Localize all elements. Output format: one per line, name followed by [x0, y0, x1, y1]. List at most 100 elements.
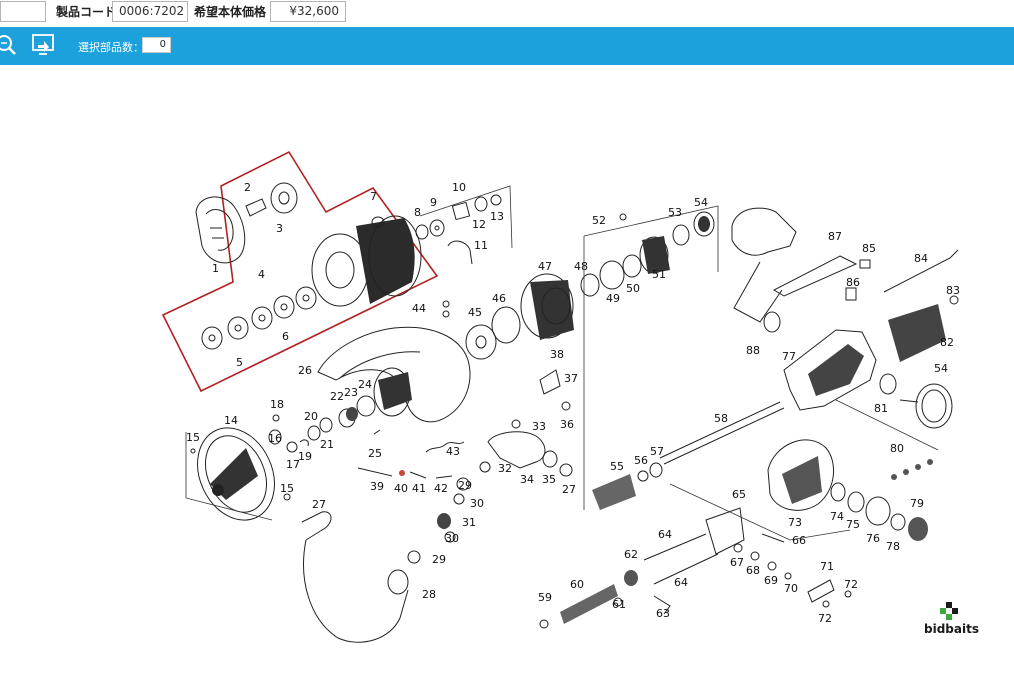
part-87-body[interactable]: [772, 255, 877, 411]
part-number-label: 75: [846, 518, 860, 531]
part-number-label: 66: [792, 534, 806, 547]
part-number-label: 73: [788, 516, 802, 529]
part-number-label: 40: [394, 482, 408, 495]
product-info-bar: 製品コード 0006:7202 希望本体価格 ¥32,600: [0, 0, 1014, 27]
part-number-label: 39: [370, 480, 384, 493]
part-73-oscillation-housing[interactable]: [767, 439, 835, 511]
part-number-label: 28: [422, 588, 436, 601]
part-number-label: 32: [498, 462, 512, 475]
part-number-label: 3: [276, 222, 283, 235]
part-number-label: 26: [298, 364, 312, 377]
part-7-spool[interactable]: [311, 215, 422, 307]
part-80-screws[interactable]: [891, 459, 933, 480]
part-number-label: 55: [610, 460, 624, 473]
spool-group-highlight: [161, 150, 439, 393]
part-number-label: 85: [862, 242, 876, 255]
part-number-label: 60: [570, 578, 584, 591]
part-number-label: 20: [304, 410, 318, 423]
part-54-drive-gear[interactable]: [899, 383, 953, 429]
part-4-6-drag-washers[interactable]: [201, 286, 317, 350]
monitor-arrow-icon[interactable]: [30, 31, 58, 59]
part-number-label: 70: [784, 582, 798, 595]
parts-8-13[interactable]: [415, 194, 502, 265]
part-58-main-shaft[interactable]: [659, 401, 785, 465]
part-number-label: 12: [472, 218, 486, 231]
part-number-label: 82: [940, 336, 954, 349]
part-1-drag-knob[interactable]: [195, 196, 246, 264]
part-number-label: 51: [652, 268, 666, 281]
parts-48-51-pinion-bearings[interactable]: [580, 236, 670, 297]
part-number-label: 68: [746, 564, 760, 577]
part-number-label: 61: [612, 598, 626, 611]
part-14-bail-arm[interactable]: [183, 415, 289, 532]
part-number-label: 21: [320, 438, 334, 451]
part-number-label: 79: [910, 497, 924, 510]
parts-22-24-bearings[interactable]: [338, 395, 376, 428]
product-code-field[interactable]: 0006:7202: [112, 1, 188, 22]
part-number-label: 80: [890, 442, 904, 455]
part-number-label: 4: [258, 268, 265, 281]
part-number-label: 30: [445, 532, 459, 545]
part-number-label: 17: [286, 458, 300, 471]
magnifier-icon[interactable]: [0, 31, 22, 59]
part-number-label: 72: [818, 612, 832, 625]
part-3-washer[interactable]: [270, 182, 298, 214]
part-2-clip[interactable]: [245, 198, 267, 217]
part-28-bail-wire[interactable]: [301, 511, 409, 643]
part-number-label: 42: [434, 482, 448, 495]
parts-52-54-bearings[interactable]: [619, 211, 715, 246]
part-number-label: 67: [730, 556, 744, 569]
part-number-label: 63: [656, 607, 670, 620]
part-number-label: 10: [452, 181, 466, 194]
parts-55-57-pinion[interactable]: [592, 462, 663, 510]
part-number-label: 29: [432, 553, 446, 566]
parts-74-79-bearings[interactable]: [830, 482, 928, 541]
part-number-label: 30: [470, 497, 484, 510]
part-number-label: 29: [458, 479, 472, 492]
part-number-label: 37: [564, 372, 578, 385]
toolbar: 選択部品数： 0: [0, 27, 1014, 65]
part-number-label: 15: [280, 482, 294, 495]
part-26-rotor[interactable]: [317, 326, 471, 423]
part-number-label: 62: [624, 548, 638, 561]
part-88-handle[interactable]: [731, 207, 797, 333]
part-number-label: 41: [412, 482, 426, 495]
part-number-label: 23: [344, 386, 358, 399]
part-number-label: 64: [658, 528, 672, 541]
part-number-label: 8: [414, 206, 421, 219]
price-label: 希望本体価格: [194, 5, 267, 19]
selected-parts-count[interactable]: 0: [142, 37, 171, 53]
part-number-label: 38: [550, 348, 564, 361]
part-number-label: 64: [674, 576, 688, 589]
parts-32-38-stopper[interactable]: [487, 369, 573, 477]
price-field[interactable]: ¥32,600: [270, 1, 346, 22]
first-field[interactable]: [0, 1, 46, 22]
product-code-label: 製品コード: [56, 5, 117, 19]
part-45-47-spool-bearing[interactable]: [465, 273, 574, 360]
parts-59-72-oscillation[interactable]: [539, 507, 852, 629]
part-number-label: 1: [212, 262, 219, 275]
part-number-label: 50: [626, 282, 640, 295]
bidbaits-watermark: bidbaits: [924, 600, 979, 640]
part-number-label: 19: [298, 450, 312, 463]
part-number-label: 27: [312, 498, 326, 511]
part-number-label: 33: [532, 420, 546, 433]
part-number-label: 54: [694, 196, 708, 209]
part-number-label: 78: [886, 540, 900, 553]
part-number-label: 27: [562, 483, 576, 496]
part-number-label: 11: [474, 239, 488, 252]
part-number-label: 69: [764, 574, 778, 587]
part-number-label: 43: [446, 445, 460, 458]
parts-15-21-small[interactable]: [190, 414, 333, 501]
part-number-label: 87: [828, 230, 842, 243]
parts-81-86-sideplate[interactable]: [845, 249, 959, 395]
part-number-label: 65: [732, 488, 746, 501]
part-number-label: 2: [244, 181, 251, 194]
part-number-label: 48: [574, 260, 588, 273]
part-number-label: 14: [224, 414, 238, 427]
parts-29-44-linkage[interactable]: [357, 300, 491, 564]
selected-parts-label: 選択部品数：: [78, 41, 144, 54]
part-number-label: 53: [668, 206, 682, 219]
part-number-label: 6: [282, 330, 289, 343]
part-number-label: 34: [520, 473, 534, 486]
